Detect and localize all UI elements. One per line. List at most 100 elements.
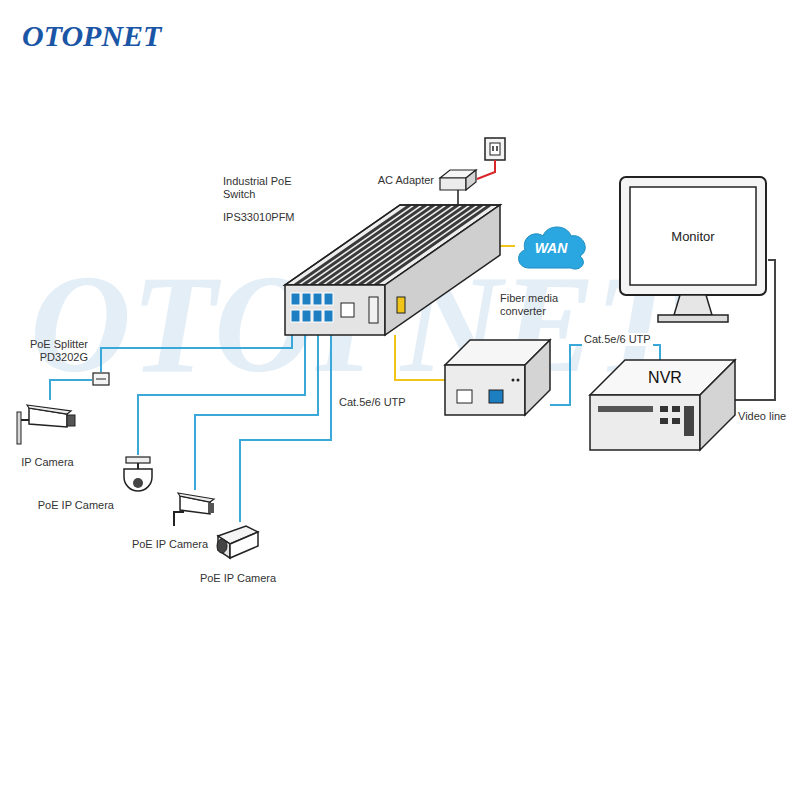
- text-holder: PoE IP Camera: [194, 568, 282, 586]
- poe-switch-shape-part: [324, 310, 333, 322]
- text-holder: Industrial PoE Switch: [223, 175, 313, 202]
- poe-switch-shape-part: [341, 303, 354, 317]
- wan-cloud-shape-part: [519, 227, 586, 269]
- poe-switch-shape-part: [291, 310, 300, 322]
- ip-camera: IP Camera: [15, 400, 80, 445]
- ac-adapter-shape-part: [466, 170, 476, 190]
- dome-camera-shape-part: [137, 463, 139, 469]
- device-name: PoE IP Camera: [38, 499, 114, 512]
- fiber-media-converter-shape-part: [489, 390, 503, 403]
- poe-splitter: PoE Splitter PD3202G: [92, 372, 110, 386]
- device-name: PoE IP Camera: [132, 538, 208, 551]
- nvr-recorder-shape-part: [660, 418, 668, 424]
- poe-switch-shape-part: [369, 297, 378, 323]
- poe-switch-shape-part: [302, 293, 311, 305]
- box-camera: PoE IP Camera: [212, 522, 262, 562]
- poe-switch-shape-part: [324, 293, 333, 305]
- wall-outlet-part: [496, 146, 498, 151]
- nvr-recorder-shape-part: [672, 418, 680, 424]
- text-holder: Cat.5e/6 UTP: [582, 329, 672, 347]
- device-name: AC Adapter: [378, 174, 434, 187]
- ip-camera-shape-part: [27, 405, 71, 414]
- cable-line: [240, 335, 331, 522]
- box-camera-shape-part: [217, 539, 227, 553]
- cable-line: [500, 245, 515, 247]
- box-camera-shape: [212, 522, 262, 562]
- nvr-recorder-shape-part: [590, 395, 700, 450]
- text-holder: OTOPNET: [22, 18, 262, 54]
- poe-switch-shape-part: [397, 297, 405, 313]
- fiber-media-converter-shape-part: [457, 390, 472, 403]
- dome-camera-shape-part: [126, 457, 150, 463]
- text-holder: PoE Splitter PD3202G: [22, 338, 88, 365]
- monitor-shape-part: [674, 295, 712, 315]
- ip-camera-shape: [15, 400, 80, 445]
- monitor-shape: [618, 175, 768, 325]
- cable-line: [50, 380, 92, 400]
- fiber-media-converter-shape-part: [517, 379, 520, 382]
- poe-switch: Industrial PoE SwitchIPS33010PFM: [285, 205, 500, 335]
- text-holder: Video line: [736, 406, 798, 424]
- wall-outlet-part: [490, 143, 500, 155]
- model-number: IPS33010PFM: [223, 211, 295, 224]
- device-name: IP Camera: [21, 456, 73, 469]
- device-name: PoE IP Camera: [200, 572, 276, 585]
- text-holder: WAN: [515, 239, 587, 257]
- ac-adapter: AC Adapter: [440, 170, 476, 190]
- cable-line: [101, 335, 292, 372]
- nvr-recorder-shape-part: [672, 406, 680, 412]
- power-wire: [477, 160, 495, 179]
- cable-line: [457, 190, 459, 205]
- text-holder: PoE IP Camera: [128, 534, 212, 552]
- poe-switch-shape-part: [302, 310, 311, 322]
- box-camera-shape-part: [230, 532, 258, 558]
- nvr-recorder-shape-part: [700, 360, 735, 450]
- ac-adapter-shape-part: [440, 178, 466, 190]
- text-holder: Cat.5e/6 UTP: [337, 392, 427, 410]
- poe-switch-shape-part: [313, 293, 322, 305]
- nvr-recorder: NVR: [590, 360, 735, 455]
- wan-cloud: WAN: [515, 222, 587, 272]
- wall-outlet: [485, 138, 505, 160]
- cable-label: Cat.5e/6 UTP: [582, 333, 653, 346]
- poe-splitter-shape-part: [96, 379, 106, 380]
- dome-camera: PoE IP Camera: [118, 455, 158, 500]
- poe-switch-shape-part: [291, 293, 300, 305]
- text-holder: Fiber media converter: [500, 292, 582, 319]
- ac-adapter-shape: [440, 170, 476, 190]
- screen-label: Monitor: [671, 229, 714, 245]
- cable-label: Cat.5e/6 UTP: [337, 396, 408, 409]
- text-holder: IPS33010PFM: [223, 207, 313, 225]
- wall-outlet-part: [485, 138, 505, 160]
- box-camera-shape-part: [218, 536, 230, 558]
- poe-switch-shape: [285, 205, 500, 335]
- bullet-camera-shape: [170, 490, 215, 528]
- fiber-media-converter-shape-part: [525, 340, 550, 415]
- text-holder: IP Camera: [10, 452, 85, 470]
- dome-camera-shape-part: [124, 469, 152, 491]
- fiber-media-converter-shape-part: [445, 365, 525, 415]
- poe-switch-shape-part: [285, 285, 385, 335]
- monitor-shape-part: [630, 187, 756, 285]
- cloud-label: WAN: [535, 240, 568, 257]
- bullet-camera-shape-part: [208, 503, 214, 513]
- brand-logo: OTOPNET: [22, 18, 161, 54]
- cable-line: [395, 335, 445, 380]
- nvr-recorder-shape-part: [660, 406, 668, 412]
- wall-outlet-part: [492, 146, 494, 151]
- dome-camera-shape: [118, 455, 158, 500]
- monitor-shape-part: [658, 315, 728, 322]
- poe-switch-shape-part: [385, 205, 500, 335]
- text-holder: AC Adapter: [360, 170, 434, 188]
- nvr-recorder-shape-part: [598, 406, 653, 412]
- fiber-media-converter-shape: [445, 340, 550, 415]
- cable-label: Video line: [736, 410, 788, 423]
- text-holder: PoE IP Camera: [36, 495, 114, 513]
- ip-camera-shape-part: [67, 415, 75, 426]
- bullet-camera-shape-part: [174, 512, 184, 526]
- device-name: Industrial PoE Switch: [223, 175, 313, 201]
- monitor: Monitor: [618, 175, 768, 325]
- nvr-recorder-shape-part: [684, 406, 694, 436]
- text-holder: NVR: [625, 368, 705, 387]
- cable-line: [195, 335, 318, 490]
